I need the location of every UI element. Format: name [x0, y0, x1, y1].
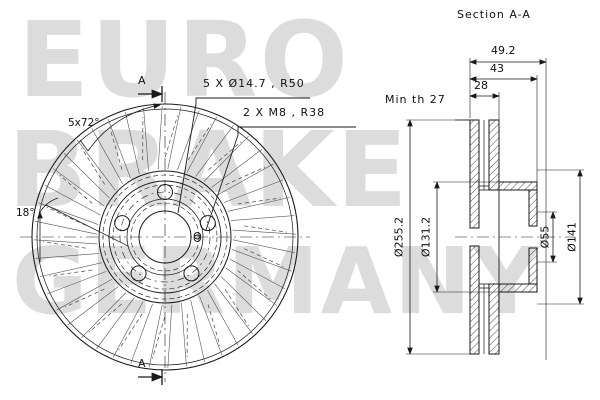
- section-marker-top: A: [138, 74, 146, 87]
- dim-overall-width: 49.2: [491, 44, 516, 57]
- friction-band-hidden: [102, 174, 228, 300]
- m8-callout-pointer: [205, 134, 239, 231]
- bolt-callout-leader: [195, 97, 310, 104]
- dim-center-bore: Ø55: [538, 225, 552, 249]
- bolt-angle-leader: [79, 139, 89, 152]
- wheel-bolt-holes: [114, 184, 216, 282]
- section-view-group: [406, 58, 584, 360]
- dim-hat-offset: 28: [474, 79, 488, 92]
- internal-vanes-hidden: [43, 115, 287, 359]
- bolt-angle-arc: [87, 103, 161, 152]
- watermark-line-3: GERMANY: [12, 228, 542, 335]
- section-marker-bottom: A: [138, 357, 146, 370]
- bolt-callout-pointer: [177, 103, 197, 214]
- m8-callout-leader: [237, 126, 356, 135]
- cooling-vanes: [34, 106, 296, 368]
- watermark-line-1: EURO: [18, 0, 350, 121]
- section-title: Section A-A: [457, 8, 531, 21]
- annotation-bolt-circle-angle: 5x72°: [68, 117, 100, 129]
- watermark-line-2: BRAKE: [8, 109, 410, 231]
- vane-angle-ref-line: [45, 204, 129, 247]
- friction-band-inner: [98, 170, 232, 304]
- annotation-wheel-bolt-holes: 5 X Ø14.7 , R50: [203, 77, 305, 90]
- note-min-thickness: Min th 27: [385, 93, 446, 106]
- section-profile: [469, 119, 538, 355]
- dim-hat-to-face: 43: [490, 62, 504, 75]
- vane-angle-arc: [39, 197, 59, 213]
- front-view-group: [20, 86, 356, 385]
- dim-outer-diameter: Ø255.2: [392, 216, 406, 258]
- m8-threaded-holes: [193, 232, 202, 242]
- annotation-vane-angle: 18°: [16, 207, 35, 219]
- dim-hat-diameter: Ø141: [565, 222, 579, 252]
- annotation-threaded-holes: 2 X M8 , R38: [243, 106, 326, 119]
- dim-friction-inner-diameter: Ø131.2: [419, 216, 433, 258]
